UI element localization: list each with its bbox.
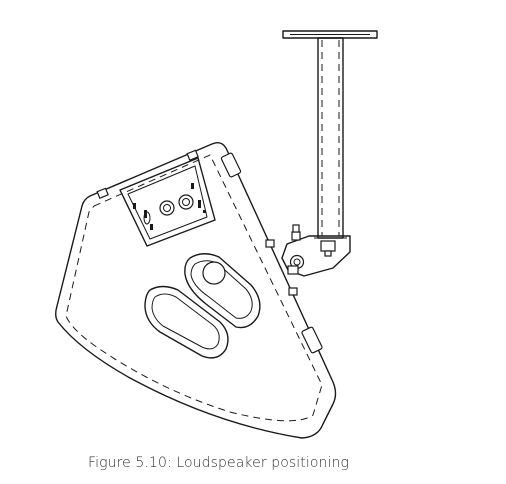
- connector-panel: [119, 157, 216, 247]
- loudspeaker-enclosure: [55, 141, 337, 439]
- connector-socket-1: [159, 200, 175, 216]
- mounting-pole: [314, 37, 347, 239]
- yoke-bracket: [281, 224, 351, 277]
- port-left: [144, 285, 229, 359]
- port-right: [184, 253, 261, 329]
- figure-caption: Figure 5.10: Loudspeaker positioning: [88, 455, 349, 471]
- connector-socket-2: [178, 194, 194, 210]
- mount-plate: [282, 30, 378, 39]
